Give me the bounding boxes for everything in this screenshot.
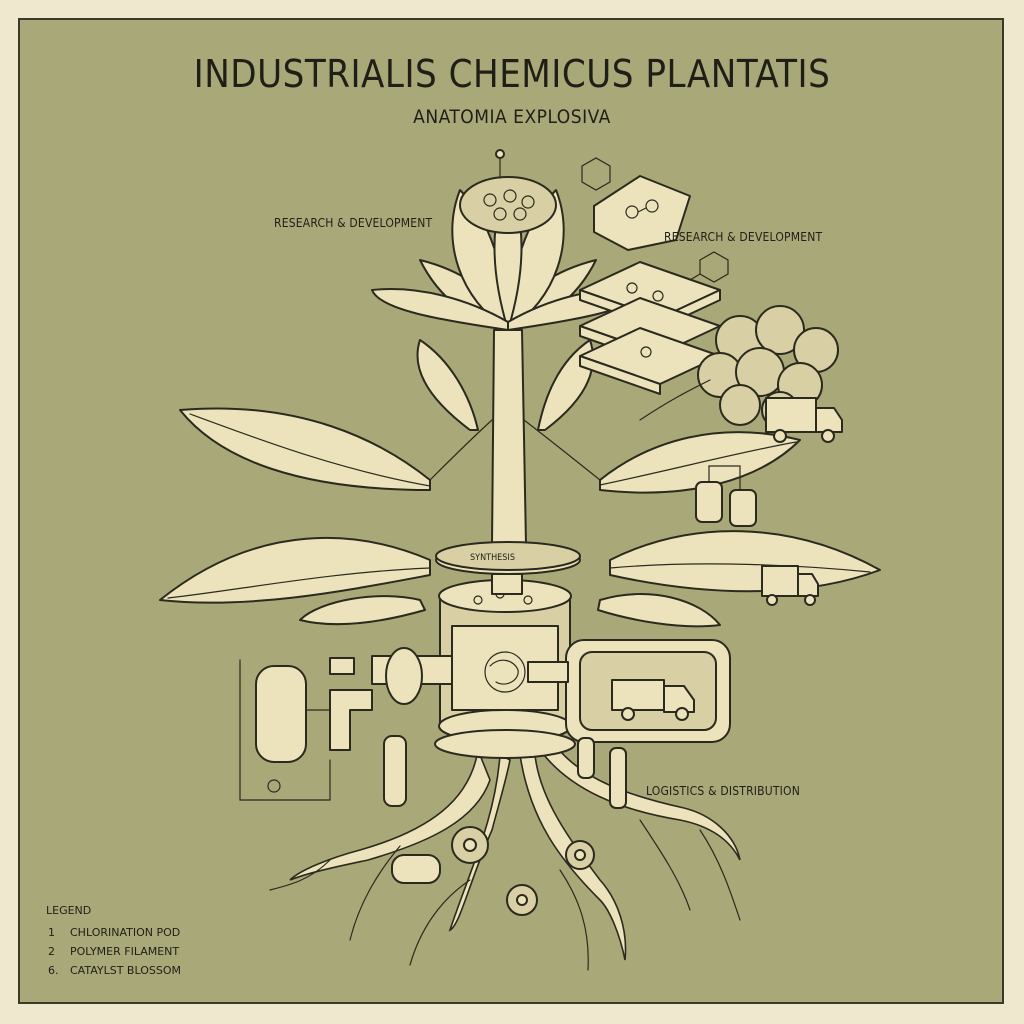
callout-rd-right: RESEARCH & DEVELOPMENT bbox=[664, 230, 823, 244]
reactor-core bbox=[434, 573, 576, 759]
legend-item-number: 1 bbox=[48, 926, 55, 939]
root-gears bbox=[391, 826, 595, 916]
legend-item-label: CATAYLST BLOSSOM bbox=[70, 964, 181, 977]
legend-item: 1 CHLORINATION POD bbox=[46, 923, 181, 942]
logistics-capsule bbox=[527, 639, 731, 809]
molecule-card bbox=[581, 157, 691, 251]
poster-title: INDUSTRIALIS CHEMICUS PLANTATIS bbox=[193, 52, 831, 96]
legend-item: 6. CATAYLST BLOSSOM bbox=[46, 961, 181, 980]
callout-rd-left: RESEARCH & DEVELOPMENT bbox=[274, 216, 433, 230]
legend-item: 2 POLYMER FILAMENT bbox=[46, 942, 181, 961]
legend-item-number: 2 bbox=[48, 945, 55, 958]
left-piping bbox=[239, 647, 453, 807]
main-stem bbox=[491, 329, 527, 546]
callout-logistics: LOGISTICS & DISTRIBUTION bbox=[646, 784, 801, 798]
legend-item-number: 6. bbox=[48, 964, 59, 977]
synthesis-disc bbox=[435, 541, 581, 575]
legend-title: LEGEND bbox=[46, 904, 92, 917]
legend-item-label: POLYMER FILAMENT bbox=[70, 945, 180, 958]
delivery-truck-top bbox=[765, 397, 843, 443]
root-system bbox=[269, 744, 741, 971]
storage-tanks bbox=[695, 465, 757, 527]
legend: LEGEND 1 CHLORINATION POD 2 POLYMER FILA… bbox=[46, 904, 181, 980]
delivery-truck-right bbox=[761, 565, 819, 606]
poster-subtitle: ANATOMIA EXPLOSIVA bbox=[413, 106, 611, 128]
synthesis-band-label: SYNTHESIS bbox=[470, 553, 515, 563]
legend-item-label: CHLORINATION POD bbox=[70, 926, 181, 939]
research-layers bbox=[579, 251, 729, 395]
